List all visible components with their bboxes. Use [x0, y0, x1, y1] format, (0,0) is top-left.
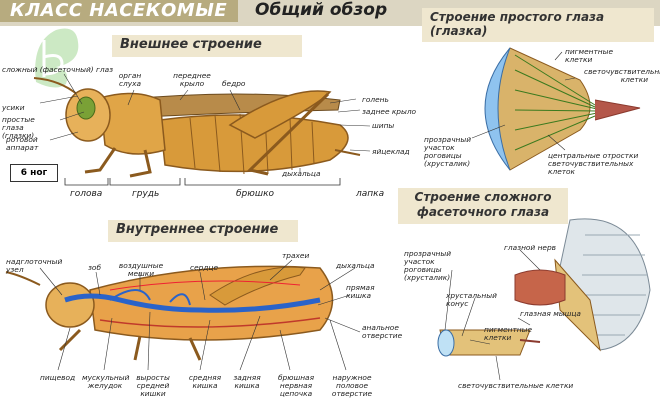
label-spiracles: дыхальца [282, 169, 321, 178]
label-genital-opening: наружное половое отверстие [331, 373, 373, 398]
label-hind-wing: заднее крыло [362, 107, 417, 116]
legs-badge: 6 ног [10, 164, 58, 182]
label-se-processes: центральные отростки светочувствительных… [548, 151, 639, 176]
label-ce-pigment: пигментные клетки [484, 325, 532, 342]
label-anus: анальное отверстие [362, 323, 403, 340]
label-abdomen: брюшко [236, 189, 275, 199]
overview-title: Общий обзор [255, 0, 388, 20]
label-stomach: мускульный желудок [82, 373, 130, 390]
class-title: КЛАСС НАСЕКОМЫЕ [10, 0, 228, 21]
label-ce-nerve: глазной нерв [504, 243, 556, 252]
leaf-logo-icon [35, 28, 79, 88]
section-simple-eye: Строение простого глаза (глазка) [422, 8, 654, 42]
label-spikes: шипы [372, 121, 395, 130]
label-chest: грудь [132, 189, 160, 199]
label-air-sacs: воздушные мешки [118, 261, 164, 278]
label-mouth: ротовой аппарат [6, 135, 39, 152]
label-se-photo: светочувствительные клетки [584, 67, 660, 84]
label-foot: лапка [356, 189, 385, 199]
label-antennae: усики [2, 103, 25, 112]
label-ce-cone: хрустальный конус [446, 291, 497, 308]
label-ce-photo: светочувствительные клетки [458, 381, 574, 390]
label-esophagus: пищевод [40, 373, 76, 382]
label-goiter: зоб [88, 263, 102, 272]
label-ce-muscle: глазная мышца [520, 309, 581, 318]
section-compound-eye: Строение сложного фасеточного глаза [398, 188, 568, 224]
label-hearing: орган слуха [118, 71, 142, 88]
label-nerve-chain: брюшная нервная цепочка [277, 373, 315, 398]
label-supraesophageal: надглоточный узел [6, 257, 63, 274]
label-compound-eye: сложный (фасеточный) глаз [2, 65, 114, 74]
class-title-strip [0, 0, 238, 22]
label-se-cornea: прозрачный участок роговицы (хрусталик) [424, 135, 472, 168]
label-ovipositor: яйцеклад [372, 147, 410, 156]
label-spiracle: дыхальца [336, 261, 375, 270]
section-internal: Внутреннее строение [108, 220, 298, 242]
label-head: голова [70, 189, 103, 199]
label-front-wing: переднее крыло [173, 71, 211, 88]
label-hindgut: задняя кишка [233, 373, 261, 390]
label-midgut: средняя кишка [188, 373, 222, 390]
label-midgut-outgrowths: выросты средней кишки [136, 373, 170, 398]
label-ce-cornea: прозрачный участок роговицы (хрусталик) [404, 249, 452, 282]
label-se-pigment: пигментные клетки [565, 47, 613, 64]
label-trachea: трахеи [282, 251, 310, 260]
label-simple-eyes: простые глаза (глазки) [2, 115, 35, 140]
section-external: Внешнее строение [112, 35, 302, 57]
label-heart: сердце [190, 263, 218, 272]
label-rectum: прямая кишка [346, 283, 375, 300]
label-thigh: бедро [222, 79, 246, 88]
label-shin: голень [362, 95, 389, 104]
